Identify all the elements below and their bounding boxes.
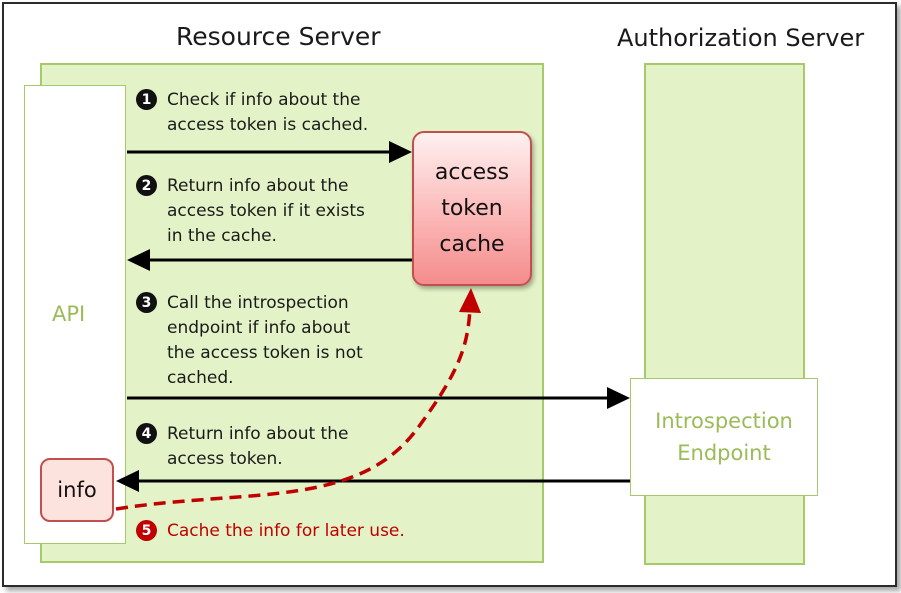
arrow-step-1	[127, 141, 412, 163]
info-label: info	[57, 478, 97, 502]
info-box: info	[40, 458, 114, 522]
step-2-number-badge: 2	[136, 175, 157, 196]
step-5-text: Cache the info for later use.	[167, 521, 405, 541]
step-4: 4 Return info about the access token.	[136, 422, 348, 472]
introspection-endpoint-label: Introspection Endpoint	[655, 409, 793, 465]
arrow-step-4	[116, 470, 630, 492]
api-label: API	[52, 302, 86, 326]
step-5: 5 Cache the info for later use.	[136, 519, 405, 544]
step-5-number-badge: 5	[136, 520, 157, 541]
resource-server-title: Resource Server	[176, 22, 381, 51]
step-3-number-badge: 3	[136, 292, 157, 313]
arrow-step-2	[127, 249, 412, 271]
step-3-text: Call the introspection endpoint if info …	[167, 293, 363, 388]
step-3: 3 Call the introspection endpoint if inf…	[136, 291, 363, 391]
authorization-server-title: Authorization Server	[617, 24, 865, 52]
arrow-step-3	[127, 387, 630, 409]
access-token-cache-box: access token cache	[412, 131, 532, 286]
step-4-number-badge: 4	[136, 423, 157, 444]
introspection-endpoint-box: Introspection Endpoint	[630, 378, 818, 496]
step-1: 1 Check if info about the access token i…	[136, 88, 368, 138]
step-4-text: Return info about the access token.	[167, 424, 349, 469]
step-1-number-badge: 1	[136, 89, 157, 110]
cache-label: access token cache	[434, 159, 510, 257]
step-2-text: Return info about the access token if it…	[167, 176, 365, 246]
step-2: 2 Return info about the access token if …	[136, 174, 365, 249]
arrow-step-5	[115, 288, 481, 511]
step-1-text: Check if info about the access token is …	[167, 90, 369, 135]
